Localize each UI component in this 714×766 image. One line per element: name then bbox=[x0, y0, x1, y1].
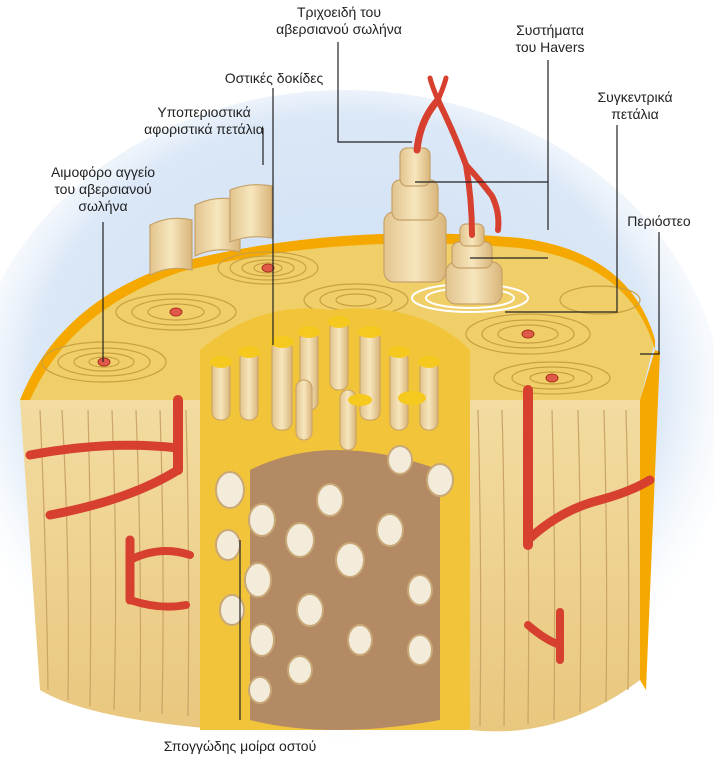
label-trabeculae: Οστικές δοκίδες bbox=[194, 70, 354, 87]
label-subperiosteal-lamellae: Υποπεριοστικά αφοριστικά πετάλια bbox=[124, 104, 284, 138]
label-blood-vessel: Αιμοφόρο αγγείο του αβερσιανού σωλήνα bbox=[33, 164, 173, 215]
label-haversian-systems: Συστήματα του Havers bbox=[490, 22, 610, 56]
label-capillary: Τριχοειδή του αβερσιανού σωλήνα bbox=[244, 4, 434, 38]
label-concentric-lamellae: Συγκεντρικά πετάλια bbox=[565, 89, 705, 123]
label-periosteum: Περιόστεο bbox=[606, 213, 712, 230]
label-spongy-bone: Σπογγώδης μοίρα οστού bbox=[140, 738, 340, 755]
